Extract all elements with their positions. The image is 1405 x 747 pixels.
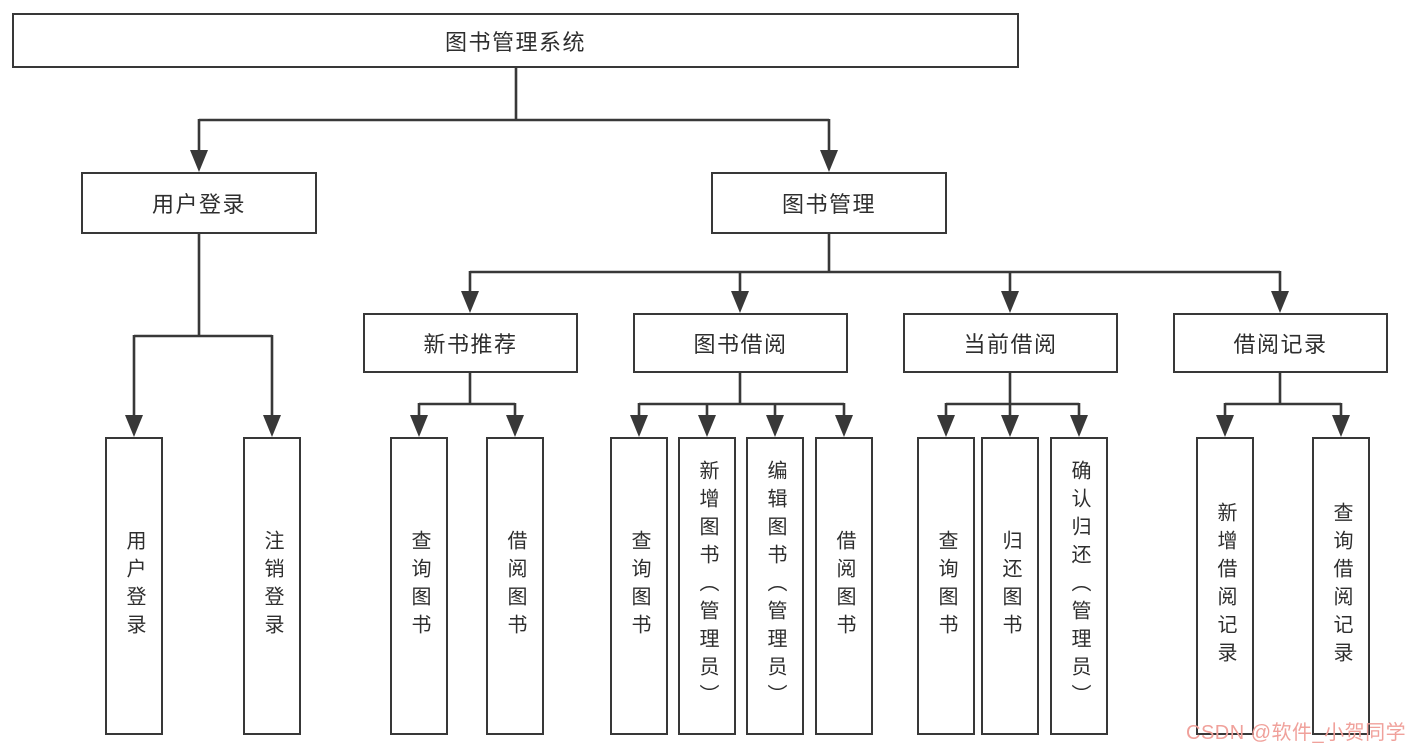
csdn-watermark: CSDN @软件_小贺同学	[1186, 722, 1405, 744]
node-book-management: 图书管理	[711, 172, 947, 234]
leaf-query-book-current: 查询图书	[917, 437, 975, 735]
node-user-login: 用户登录	[81, 172, 317, 234]
leaf-query-borrow-record: 查询借阅记录	[1312, 437, 1370, 735]
leaf-borrow-book: 借阅图书	[815, 437, 873, 735]
leaf-edit-book-admin: 编辑图书（管理员）	[746, 437, 804, 735]
node-current-borrowing: 当前借阅	[903, 313, 1118, 373]
leaf-confirm-return-admin: 确认归还（管理员）	[1050, 437, 1108, 735]
node-borrowing-record: 借阅记录	[1173, 313, 1388, 373]
leaf-logout: 注销登录	[243, 437, 301, 735]
leaf-add-book-admin: 新增图书（管理员）	[678, 437, 736, 735]
node-new-book-recommend: 新书推荐	[363, 313, 578, 373]
node-root-system: 图书管理系统	[12, 13, 1019, 68]
leaf-query-book-recommend: 查询图书	[390, 437, 448, 735]
leaf-return-book: 归还图书	[981, 437, 1039, 735]
leaf-borrow-book-recommend: 借阅图书	[486, 437, 544, 735]
leaf-user-login: 用户登录	[105, 437, 163, 735]
leaf-add-borrow-record: 新增借阅记录	[1196, 437, 1254, 735]
node-book-borrowing: 图书借阅	[633, 313, 848, 373]
leaf-query-book-borrowing: 查询图书	[610, 437, 668, 735]
